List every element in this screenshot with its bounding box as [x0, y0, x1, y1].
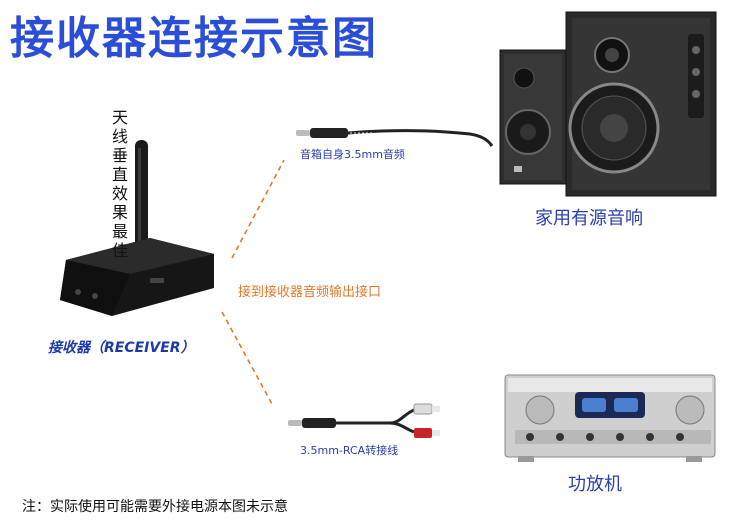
jack-cable	[296, 128, 492, 146]
jack-cable-label: 音箱自身3.5mm音频	[300, 146, 405, 162]
amplifier-device	[505, 375, 715, 462]
output-port-label: 接到接收器音频输出接口	[238, 281, 381, 300]
rca-cable-label: 3.5mm-RCA转接线	[300, 442, 398, 458]
speaker-label: 家用有源音响	[535, 204, 643, 230]
footnote: 注：实际使用可能需要外接电源本图未示意	[22, 496, 288, 516]
rca-cable	[288, 404, 440, 438]
amplifier-label: 功放机	[568, 470, 622, 496]
receiver-label: 接收器（RECEIVER）	[48, 337, 195, 357]
receiver-device	[60, 140, 214, 316]
page-title: 接收器连接示意图	[10, 2, 378, 66]
dashed-line-to-amplifier	[222, 312, 272, 404]
dashed-line-to-speaker	[232, 160, 284, 258]
speaker-pair	[500, 12, 716, 196]
antenna-note: 天线垂直效果最佳	[108, 108, 132, 260]
